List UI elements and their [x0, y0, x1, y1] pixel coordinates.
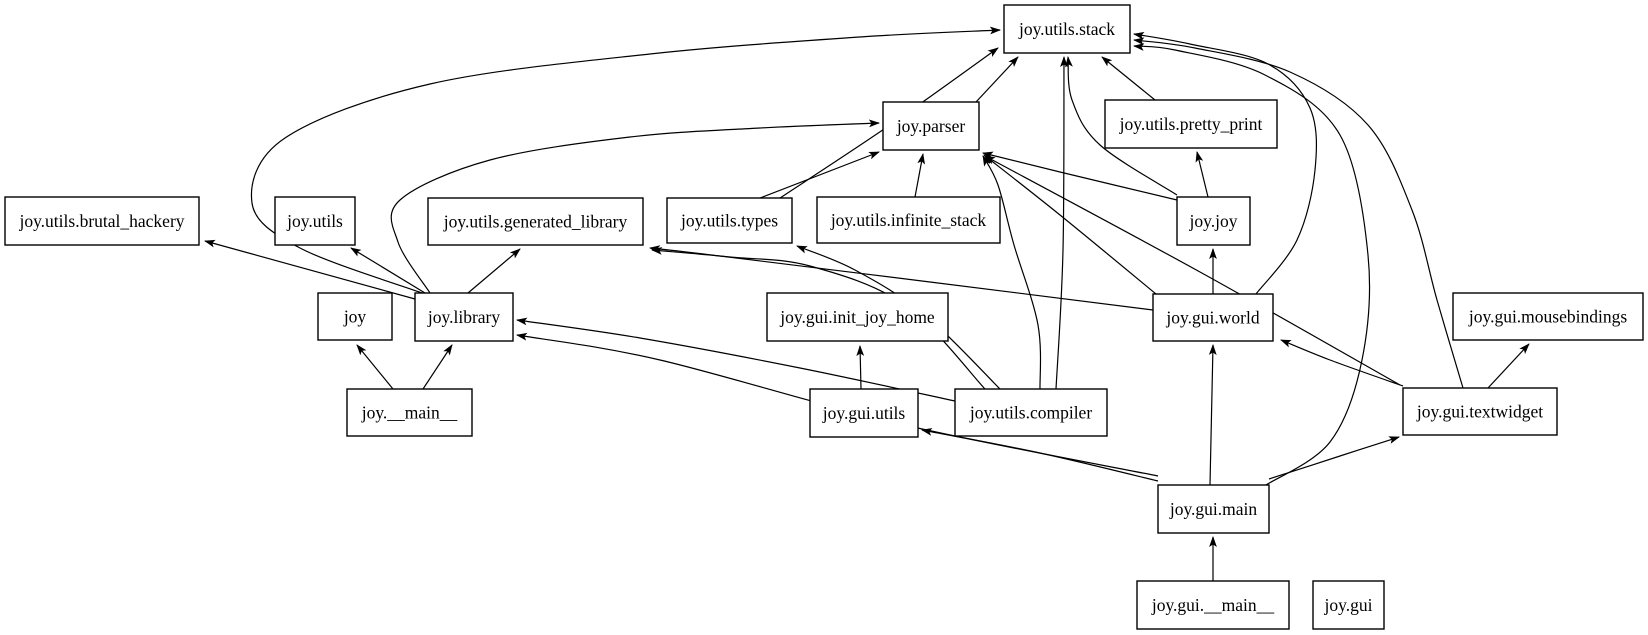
node-box: [1152, 293, 1274, 342]
node-world: joy.gui.world: [1152, 293, 1274, 342]
node-box: [809, 388, 919, 438]
node-label: joy.utils.infinite_stack: [830, 210, 987, 230]
edge-library-to-brutal_hackery: [204, 239, 416, 300]
node-label: joy: [343, 307, 367, 327]
node-joy_joy: joy.joy: [1176, 196, 1251, 246]
edge-library-to-parser: [390, 119, 880, 294]
node-label: joy.utils.generated_library: [443, 212, 628, 232]
node-label: joy.utils.brutal_hackery: [18, 211, 184, 231]
edge-main-to-library: [422, 344, 453, 390]
node-box: [882, 101, 980, 151]
node-label: joy.utils.types: [680, 211, 778, 231]
node-label: joy.joy: [1189, 211, 1238, 231]
edge-gui_main-to-library: [516, 332, 1159, 477]
node-utils: joy.utils: [274, 196, 356, 246]
edge-joy_joy-to-pretty_print: [1195, 151, 1209, 198]
node-box: [1402, 387, 1558, 436]
edge-gui_main-to-textwidget: [1268, 436, 1400, 480]
node-box: [954, 388, 1108, 437]
edge-textwidget-to-world: [1280, 339, 1404, 387]
node-brutal_hackery: joy.utils.brutal_hackery: [4, 196, 200, 246]
node-main: joy.__main__: [346, 388, 473, 437]
edge-world-to-parser: [983, 154, 1157, 295]
edge-types-to-parser: [759, 151, 880, 199]
node-label: joy.gui.main: [1169, 499, 1258, 519]
node-textwidget: joy.gui.textwidget: [1402, 387, 1558, 436]
node-box: [1003, 4, 1131, 54]
edge-joy_joy-to-stack: [1065, 56, 1178, 196]
edge-textwidget-to-mousebindings: [1487, 343, 1530, 389]
node-label: joy.utils.stack: [1018, 19, 1115, 39]
node-box: [414, 292, 514, 342]
node-box: [1176, 196, 1251, 246]
edge-compiler-to-library: [516, 317, 956, 402]
node-label: joy.__main__: [361, 403, 458, 423]
node-label: joy.parser: [896, 116, 966, 136]
node-box: [427, 197, 644, 246]
node-gui_main_main: joy.gui.__main__: [1136, 580, 1290, 630]
node-label: joy.utils.compiler: [969, 403, 1092, 423]
nodes-layer: joy.utils.stack joy.parser joy.utils.prett…: [4, 4, 1644, 630]
node-box: [1136, 580, 1290, 630]
node-label: joy.gui.init_joy_home: [779, 307, 935, 327]
node-generated_library: joy.utils.generated_library: [427, 197, 644, 246]
node-compiler: joy.utils.compiler: [954, 388, 1108, 437]
node-box: [816, 196, 1001, 244]
node-parser: joy.parser: [882, 101, 980, 151]
node-label: joy.gui.textwidget: [1416, 402, 1543, 422]
node-box: [666, 197, 793, 244]
node-init_joy_home: joy.gui.init_joy_home: [766, 292, 949, 342]
node-joy: joy: [317, 292, 393, 341]
edge-infinite_stack-to-parser: [914, 153, 926, 198]
edge-gui_main-to-stack: [1133, 43, 1371, 486]
node-gui_utils: joy.gui.utils: [809, 388, 919, 438]
edge-parser-to-stack: [975, 56, 1019, 103]
node-box: [1157, 484, 1270, 534]
edge-world-to-stack: [1133, 31, 1318, 295]
node-label: joy.gui.__main__: [1151, 595, 1275, 615]
node-label: joy.utils: [286, 211, 343, 231]
node-box: [1452, 292, 1644, 341]
edge-world-to-generated_library: [649, 245, 1154, 311]
edge-joy_joy-to-parser: [982, 151, 1178, 201]
node-label: joy.gui.utils: [822, 403, 906, 423]
node-label: joy.gui.world: [1165, 308, 1259, 328]
node-mousebindings: joy.gui.mousebindings: [1452, 292, 1644, 341]
edge-library-to-stack: [250, 26, 1001, 294]
edge-compiler-to-stack: [1055, 56, 1068, 390]
node-infinite_stack: joy.utils.infinite_stack: [816, 196, 1001, 244]
node-box: [4, 196, 200, 246]
node-gui_main: joy.gui.main: [1157, 484, 1270, 534]
edge-gui_utils-to-init_joy_home: [856, 345, 865, 390]
edge-gui_main-to-world: [1208, 344, 1217, 486]
edge-library-to-generated_library: [467, 248, 521, 294]
edge-pretty_print-to-stack: [1101, 56, 1156, 101]
node-box: [346, 388, 473, 437]
node-box: [766, 292, 949, 342]
node-box: [1312, 580, 1385, 630]
node-label: joy.library: [427, 307, 500, 327]
node-stack: joy.utils.stack: [1003, 4, 1131, 54]
node-types: joy.utils.types: [666, 197, 793, 244]
node-library: joy.library: [414, 292, 514, 342]
edge-compiler-to-parser: [982, 155, 1042, 390]
node-box: [317, 292, 393, 341]
edge-textwidget-to-parser: [984, 155, 1401, 386]
node-label: joy.utils.pretty_print: [1119, 114, 1263, 134]
node-label: joy.gui.mousebindings: [1468, 307, 1628, 327]
node-gui: joy.gui: [1312, 580, 1385, 630]
edge-library-to-utils: [350, 247, 426, 294]
edge-textwidget-to-stack: [1133, 37, 1464, 389]
node-label: joy.gui: [1324, 595, 1373, 615]
node-box: [274, 196, 356, 246]
edge-main-to-joy: [356, 344, 394, 390]
node-box: [1104, 99, 1278, 149]
edge-gui_main-to-gui_utils: [921, 428, 1159, 482]
node-pretty_print: joy.utils.pretty_print: [1104, 99, 1278, 149]
